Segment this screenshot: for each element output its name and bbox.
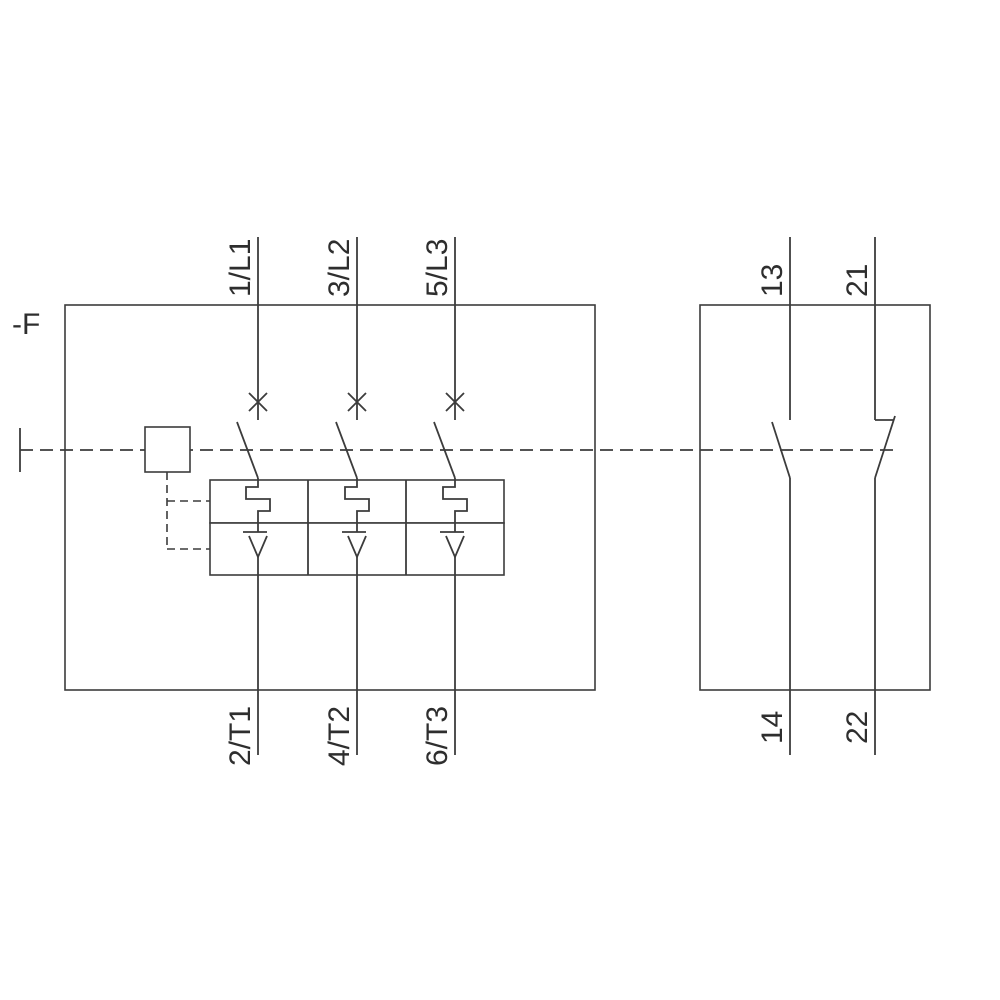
- aux-no-contact-13-14: [771, 237, 791, 755]
- pole-1-thermal-overload-icon: [245, 478, 271, 532]
- terminal-label-14: 14: [756, 711, 789, 744]
- actuator-box: [144, 426, 191, 473]
- pole-3: [433, 237, 468, 755]
- pole-2-thermal-overload-icon: [344, 478, 370, 532]
- pole-1: [236, 237, 271, 755]
- pole-2-switch-contact-icon: [335, 421, 358, 479]
- terminal-label-2T1: 2/T1: [224, 706, 257, 766]
- terminal-label-6T3: 6/T3: [421, 706, 454, 766]
- pole-3-breaker-cross-icon: [445, 392, 465, 412]
- device-designation-label: -F: [12, 308, 40, 341]
- terminal-label-22: 22: [841, 711, 874, 744]
- pole-2: [335, 237, 370, 755]
- pole-1-breaker-cross-icon: [248, 392, 268, 412]
- pole-1-switch-contact-icon: [236, 421, 259, 479]
- nc-contact-icon: [874, 415, 896, 479]
- terminal-label-21: 21: [841, 264, 874, 297]
- main-enclosure-box: [64, 304, 596, 691]
- pole-2-breaker-cross-icon: [347, 392, 367, 412]
- pole-3-thermal-overload-icon: [442, 478, 468, 532]
- pole-3-switch-contact-icon: [433, 421, 456, 479]
- aux-enclosure-box: [699, 304, 931, 691]
- terminal-label-3L2: 3/L2: [323, 239, 356, 297]
- aux-nc-contact-21-22: [874, 237, 896, 755]
- terminal-label-4T2: 4/T2: [323, 706, 356, 766]
- terminal-label-1L1: 1/L1: [224, 239, 257, 297]
- terminal-label-13: 13: [756, 264, 789, 297]
- terminal-label-5L3: 5/L3: [421, 239, 454, 297]
- no-contact-icon: [771, 421, 791, 479]
